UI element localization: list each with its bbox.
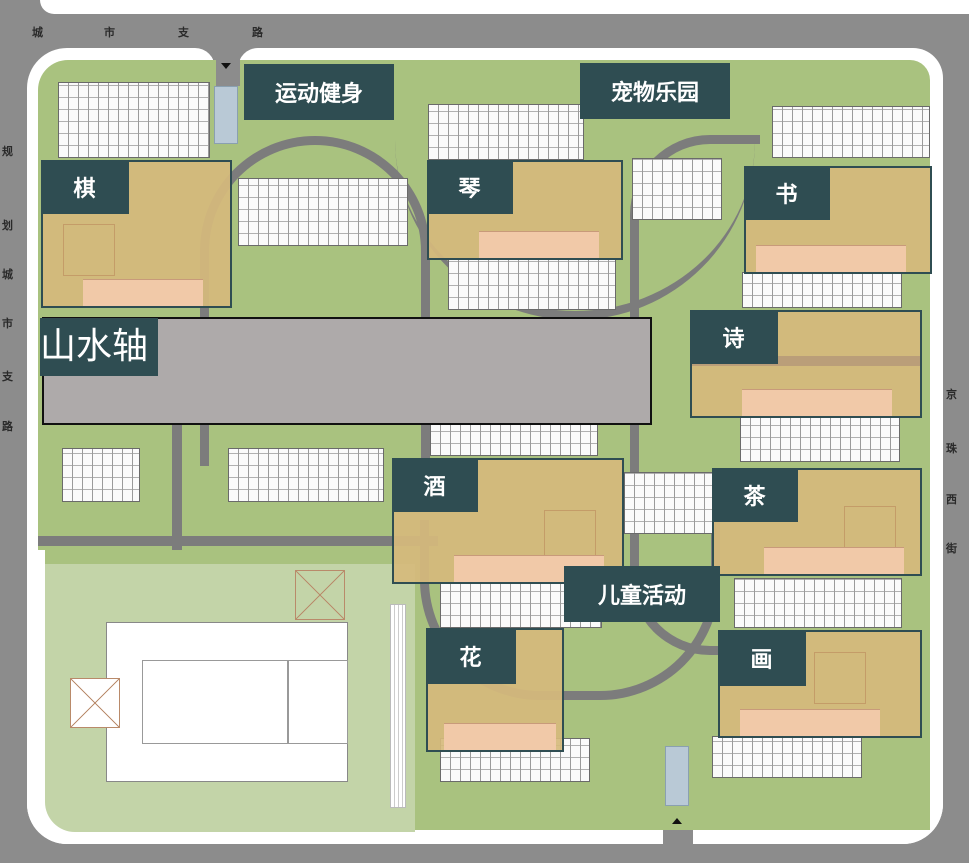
building xyxy=(58,82,210,158)
zone-qin[interactable]: 琴 xyxy=(426,159,623,260)
zone-label-hua-painting: 画 xyxy=(717,629,806,686)
building xyxy=(740,416,900,462)
building xyxy=(632,158,722,220)
zone-cha[interactable]: 茶 xyxy=(711,467,922,576)
west-road-char: 规 xyxy=(2,145,13,158)
west-road-char: 路 xyxy=(2,420,13,433)
building xyxy=(228,448,384,502)
west-road-char: 支 xyxy=(2,370,13,383)
zone-shi[interactable]: 诗 xyxy=(689,309,922,418)
loop-path-qin xyxy=(395,120,755,320)
north-gate xyxy=(214,86,238,144)
zone-label-shi: 诗 xyxy=(689,309,778,364)
south-road xyxy=(0,844,969,863)
west-road-char: 划 xyxy=(2,219,13,232)
path-cross xyxy=(38,530,438,546)
landscape-axis-label: 山水轴 xyxy=(40,318,158,376)
building xyxy=(430,420,598,456)
zone-hua-flower[interactable]: 花 xyxy=(425,627,564,752)
north-gate-arrow-icon xyxy=(221,63,231,69)
building xyxy=(734,578,902,628)
zone-shu[interactable]: 书 xyxy=(743,165,932,274)
east-road-char: 西 xyxy=(946,493,957,506)
building xyxy=(62,448,140,502)
top-white-area xyxy=(40,0,969,14)
plaza-marker xyxy=(295,570,345,620)
building xyxy=(712,736,862,778)
building xyxy=(742,272,902,308)
school-hall xyxy=(288,660,348,744)
zone-label-jiu: 酒 xyxy=(391,457,478,512)
north-road-char: 支 xyxy=(178,26,189,39)
east-road-char: 珠 xyxy=(946,442,957,455)
building xyxy=(772,106,930,158)
zone-label-shu: 书 xyxy=(743,165,830,220)
building xyxy=(238,178,408,246)
building xyxy=(428,104,584,160)
label-sports[interactable]: 运动健身 xyxy=(244,64,394,120)
building xyxy=(624,472,716,534)
path-west-vertical xyxy=(172,420,184,550)
zone-label-cha: 茶 xyxy=(711,467,798,522)
south-gate-arrow-icon xyxy=(672,818,682,824)
north-road-char: 市 xyxy=(104,26,115,39)
plaza-marker xyxy=(70,678,120,728)
zone-label-hua-flower: 花 xyxy=(425,627,516,684)
north-road-char: 路 xyxy=(252,26,263,39)
label-pets[interactable]: 宠物乐园 xyxy=(580,63,730,119)
north-road-char: 城 xyxy=(32,26,43,39)
west-road-char: 市 xyxy=(2,317,13,330)
running-track xyxy=(390,604,406,808)
building xyxy=(448,258,616,310)
label-children[interactable]: 儿童活动 xyxy=(564,566,720,622)
zone-hua-painting[interactable]: 画 xyxy=(717,629,922,738)
south-gate xyxy=(665,746,689,806)
west-road-char: 城 xyxy=(2,268,13,281)
east-road-char: 京 xyxy=(946,388,957,401)
school-courtyard xyxy=(142,660,288,744)
zone-label-qin: 琴 xyxy=(426,159,513,214)
zone-label-qi: 棋 xyxy=(40,159,129,214)
zone-qi[interactable]: 棋 xyxy=(40,159,232,308)
east-road-char: 街 xyxy=(946,542,957,555)
green-school-strip xyxy=(45,548,420,564)
